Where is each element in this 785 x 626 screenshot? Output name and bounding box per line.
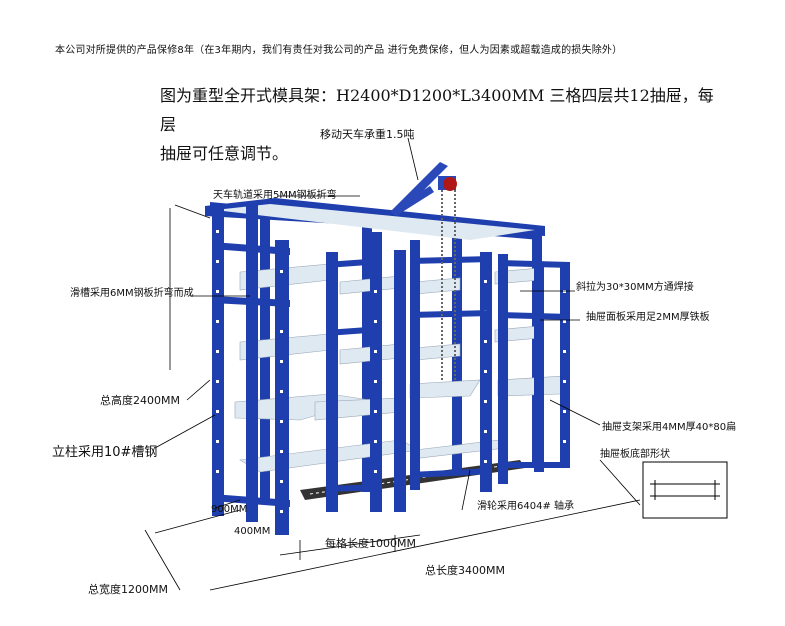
crane: [390, 162, 457, 380]
label-drawer-bottom: 抽屉板底部形状: [600, 449, 670, 460]
label-drawer-plate: 抽屉面板采用足2MM厚铁板: [586, 312, 710, 323]
label-wheel: 滑轮采用6404# 轴承: [477, 501, 575, 512]
label-d900: 900MM: [211, 504, 248, 515]
label-d400: 400MM: [234, 526, 271, 537]
label-total-width: 总宽度1200MM: [88, 583, 168, 596]
product-title: 图为重型全开式模具架：H2400*D1200*L3400MM 三格四层共12抽屉…: [160, 81, 720, 168]
label-height: 总高度2400MM: [100, 394, 180, 407]
label-slide: 滑槽采用6MM钢板折弯而成: [70, 288, 194, 299]
drawer-bottom-inset: [642, 461, 728, 519]
leader-lines: [144, 137, 641, 591]
warranty-note: 本公司对所提供的产品保修8年（在3年期内，我们有责任对我公司的产品 进行免费保修…: [55, 45, 623, 56]
label-rail: 天车轨道采用5MM钢板折弯: [213, 190, 337, 201]
title-line-1: 图为重型全开式模具架：H2400*D1200*L3400MM 三格四层共12抽屉…: [160, 86, 714, 134]
label-drawer-support: 抽屉支架采用4MM厚40*80扁: [602, 422, 737, 433]
title-line-2: 抽屉可任意调节。: [160, 144, 289, 163]
label-brace: 斜拉为30*30MM方通焊接: [576, 282, 694, 293]
label-total-length: 总长度3400MM: [425, 564, 505, 577]
cross-beams: [212, 242, 570, 507]
label-column: 立柱采用10#槽钢: [52, 445, 158, 460]
label-cell-length: 每格长度1000MM: [325, 537, 416, 550]
hoist-wheel: [443, 177, 457, 191]
label-crane: 移动天车承重1.5吨: [320, 128, 415, 141]
